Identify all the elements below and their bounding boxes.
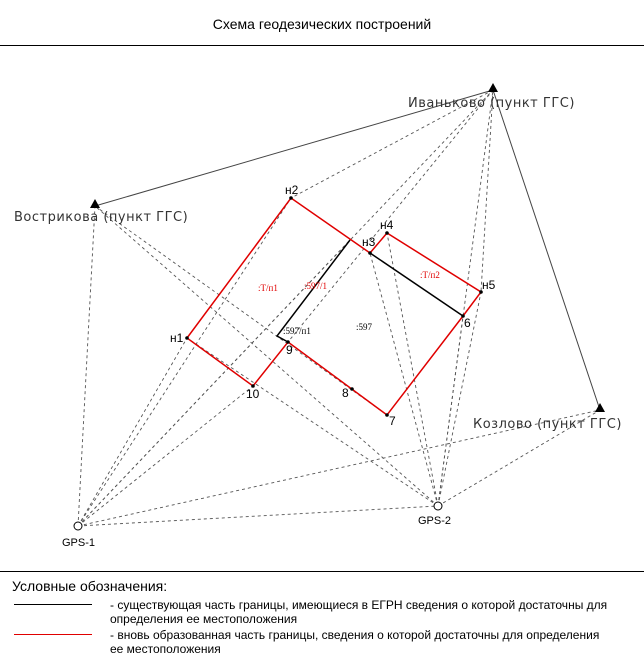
legend-title: Условные обозначения: <box>12 578 168 594</box>
legend-row-new: - вновь образованная часть границы, свед… <box>12 628 632 656</box>
point-n5-marker <box>479 290 483 294</box>
parcel-label-tp1: :Т/п1 <box>258 283 278 293</box>
station-label-vostrikovo: Вострикова (пункт ГГС) <box>14 210 188 225</box>
ggs-points <box>90 83 605 412</box>
new-boundary <box>185 196 483 417</box>
ray-gps1-gps2 <box>77 505 439 527</box>
ray-gps2-ivankovo <box>437 89 494 507</box>
ray-gps1-n1 <box>77 337 188 527</box>
point-10-marker <box>251 384 255 388</box>
point-label-n4: н4 <box>380 218 394 232</box>
legend-divider <box>0 571 644 572</box>
ray-gps2-6 <box>437 315 464 507</box>
parcel-label-597-n1: :597/п1 <box>283 326 311 336</box>
ray-gps1-n2 <box>77 197 292 527</box>
ray-ivankovo-9 <box>287 89 494 343</box>
new-boundary-spur <box>369 232 483 317</box>
legend-row-existing: - существующая часть границы, имеющиеся … <box>12 598 632 626</box>
parcel-label-597-1: :597/1 <box>304 281 327 291</box>
boundary-points <box>185 196 483 417</box>
point-label-7: 7 <box>389 414 396 428</box>
legend-text-existing: - существующая часть границы, имеющиеся … <box>110 598 608 626</box>
ray-gps2-n1 <box>186 337 439 507</box>
new-boundary-outer <box>185 196 464 417</box>
parcel-label-tp2: :Т/п2 <box>420 270 440 280</box>
gps-label-1: GPS-1 <box>62 537 95 549</box>
point-label-6: 6 <box>464 316 471 330</box>
legend-text-new: - вновь образованная часть границы, свед… <box>110 628 600 656</box>
title-divider <box>0 45 644 46</box>
point-label-n1: н1 <box>170 331 184 345</box>
station-label-kozlovo: Козлово (пункт ГГС) <box>473 417 622 432</box>
ray-gps1-10 <box>77 385 254 527</box>
existing-boundary <box>275 239 464 343</box>
gps-label-2: GPS-2 <box>418 515 451 527</box>
legend-line-existing <box>14 604 92 605</box>
point-7-marker <box>385 413 389 417</box>
ray-ivankovo-n2 <box>290 89 494 199</box>
page-title: Схема геодезических построений <box>212 16 432 32</box>
point-label-8: 8 <box>342 386 349 400</box>
triangle-icon <box>488 83 498 92</box>
scheme-diagram: Иваньково (пункт ГГС) Вострикова (пункт … <box>14 83 622 549</box>
line-ivankovo-kozlovo <box>492 89 601 411</box>
point-label-n3: н3 <box>362 235 376 249</box>
gps-circle-icon <box>73 521 83 531</box>
existing-boundary-north <box>369 252 464 317</box>
point-9-marker <box>286 340 290 344</box>
ray-gps2-kozlovo <box>437 409 601 507</box>
ray-gps1-kozlovo <box>77 409 601 527</box>
point-label-9: 9 <box>286 343 293 357</box>
ray-ivankovo-n5 <box>480 89 494 293</box>
ray-gps2-n3 <box>369 252 439 507</box>
line-vostrikovo-ivankovo <box>94 89 494 207</box>
survey-rays <box>77 89 601 527</box>
point-label-n5: н5 <box>482 278 496 292</box>
legend-line-new <box>14 634 92 635</box>
point-label-10: 10 <box>246 387 260 401</box>
parcel-label-597: :597 <box>356 322 373 332</box>
point-label-n2: н2 <box>285 183 299 197</box>
point-n2-marker <box>289 196 293 200</box>
gps-circle-icon <box>433 501 443 511</box>
point-8-marker <box>350 387 354 391</box>
ray-vostrikovo-7 <box>94 205 388 416</box>
existing-boundary-west <box>275 239 351 343</box>
gps-points <box>73 501 443 531</box>
ray-gps2-n4 <box>386 232 439 507</box>
ray-gps1-vostrikovo <box>77 205 96 527</box>
ray-gps2-n5 <box>437 291 482 507</box>
framework-lines <box>94 89 601 411</box>
triangle-icon <box>90 199 100 208</box>
triangle-icon <box>595 403 605 412</box>
point-6-marker <box>461 314 465 318</box>
ray-gps2-vostrikovo <box>94 205 439 507</box>
point-n1-marker <box>185 336 189 340</box>
point-n3-marker <box>368 251 372 255</box>
station-label-ivankovo: Иваньково (пункт ГГС) <box>408 96 575 111</box>
point-n4-marker <box>385 231 389 235</box>
